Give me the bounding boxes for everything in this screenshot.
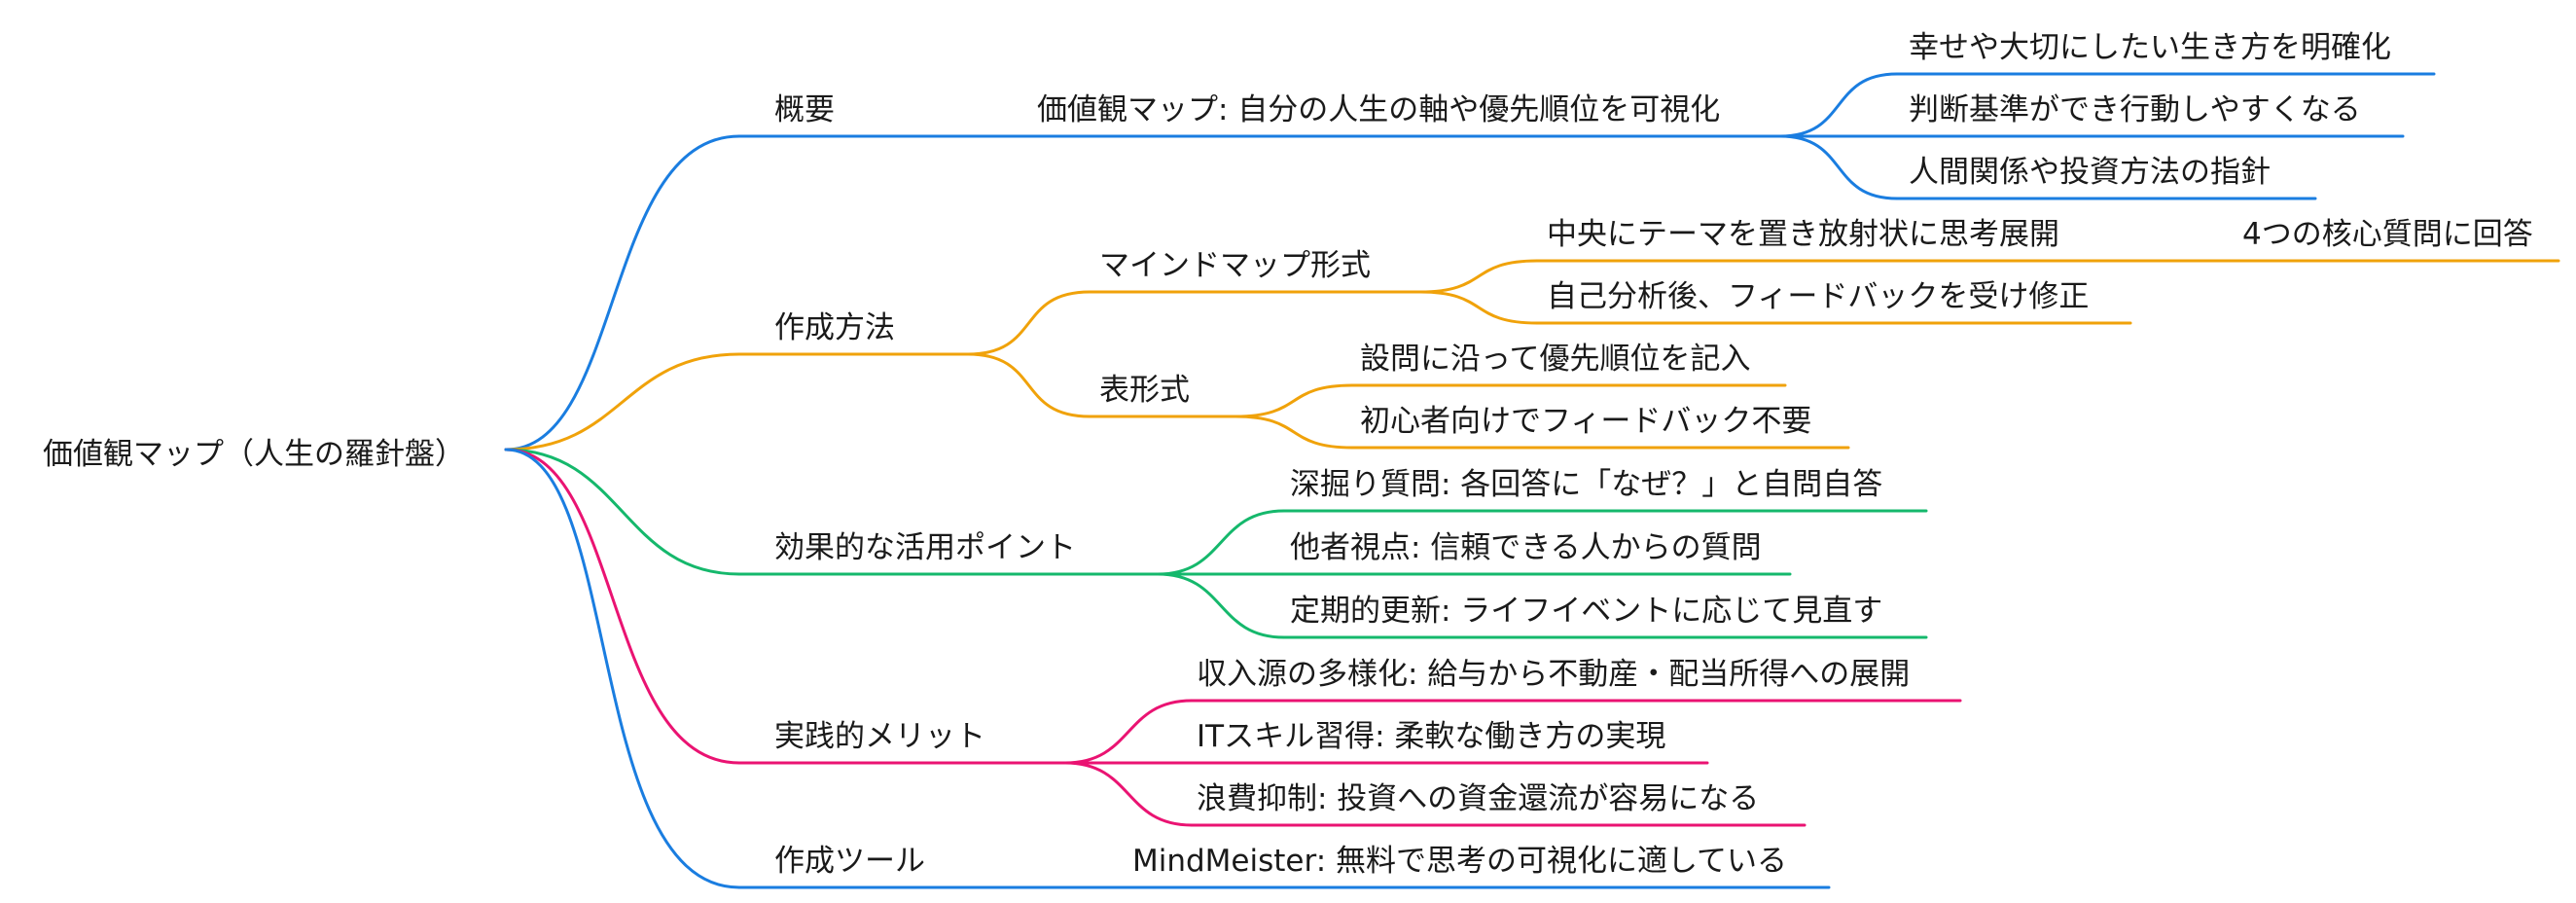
connector-definition-1 [1778,72,1899,138]
connector-root-overview [504,134,741,452]
usage-point-1[interactable]: 深掘り質問: 各回答に「なぜ？」と自問自答 [1290,467,1883,502]
connector-table-2 [1234,415,1354,450]
connector-usage-1 [1156,509,1286,576]
branch-method-label[interactable]: 作成方法 [774,310,895,345]
branch-usage-lines [737,509,1928,639]
method-table-label[interactable]: 表形式 [1099,373,1190,408]
connector-method-table [966,352,1091,418]
table-point-2[interactable]: 初心者向けでフィードバック不要 [1360,404,1812,439]
mindmap-point-1[interactable]: 中央にテーマを置き放射状に思考展開 [1547,217,2059,252]
definition-point-2[interactable]: 判断基準ができ行動しやすくなる [1909,92,2361,127]
connector-method-mindmap [966,290,1091,356]
connector-root-method [504,352,741,452]
connector-table-1 [1234,383,1354,418]
merit-point-1[interactable]: 収入源の多様化: 給与から不動産・配当所得への展開 [1197,657,1911,692]
method-mindmap-label[interactable]: マインドマップ形式 [1099,248,1371,283]
branch-overview-lines [737,72,2436,200]
branch-merit-lines [737,699,1962,827]
usage-point-3[interactable]: 定期的更新: ライフイベントに応じて見直す [1290,594,1883,629]
root-label[interactable]: 価値観マップ（人生の羅針盤） [43,437,465,472]
branch-merit-label[interactable]: 実践的メリット [774,719,985,754]
merit-point-3[interactable]: 浪費抑制: 投資への資金還流が容易になる [1197,781,1760,816]
connector-mindmap-2 [1418,290,1539,325]
connector-merit-3 [1063,761,1194,827]
connector-merit-1 [1063,699,1194,765]
overview-definition-label[interactable]: 価値観マップ: 自分の人生の軸や優先順位を可視化 [1037,92,1721,127]
usage-point-2[interactable]: 他者視点: 信頼できる人からの質問 [1290,530,1762,565]
connector-root-usage [504,448,741,576]
mindmap-point-2[interactable]: 自己分析後、フィードバックを受け修正 [1547,279,2090,314]
connector-root-merit [504,448,741,765]
mindmap-point-1-detail[interactable]: 4つの核心質問に回答 [2242,217,2533,252]
branch-tools-label[interactable]: 作成ツール [774,844,925,879]
branch-usage-label[interactable]: 効果的な活用ポイント [774,530,1076,565]
branch-method-lines [737,259,2560,450]
definition-point-3[interactable]: 人間関係や投資方法の指針 [1909,155,2271,190]
root-connectors [504,134,741,889]
connector-mindmap-1 [1418,259,1539,294]
connector-usage-3 [1156,572,1286,639]
connector-definition-3 [1778,134,1899,200]
merit-point-2[interactable]: ITスキル習得: 柔軟な働き方の実現 [1197,719,1666,754]
table-point-1[interactable]: 設問に沿って優先順位を記入 [1360,342,1751,377]
definition-point-1[interactable]: 幸せや大切にしたい生き方を明確化 [1909,30,2391,65]
branch-overview-label[interactable]: 概要 [774,92,835,127]
connector-root-tools [504,448,741,889]
tools-point-1[interactable]: MindMeister: 無料で思考の可視化に適している [1132,844,1788,879]
